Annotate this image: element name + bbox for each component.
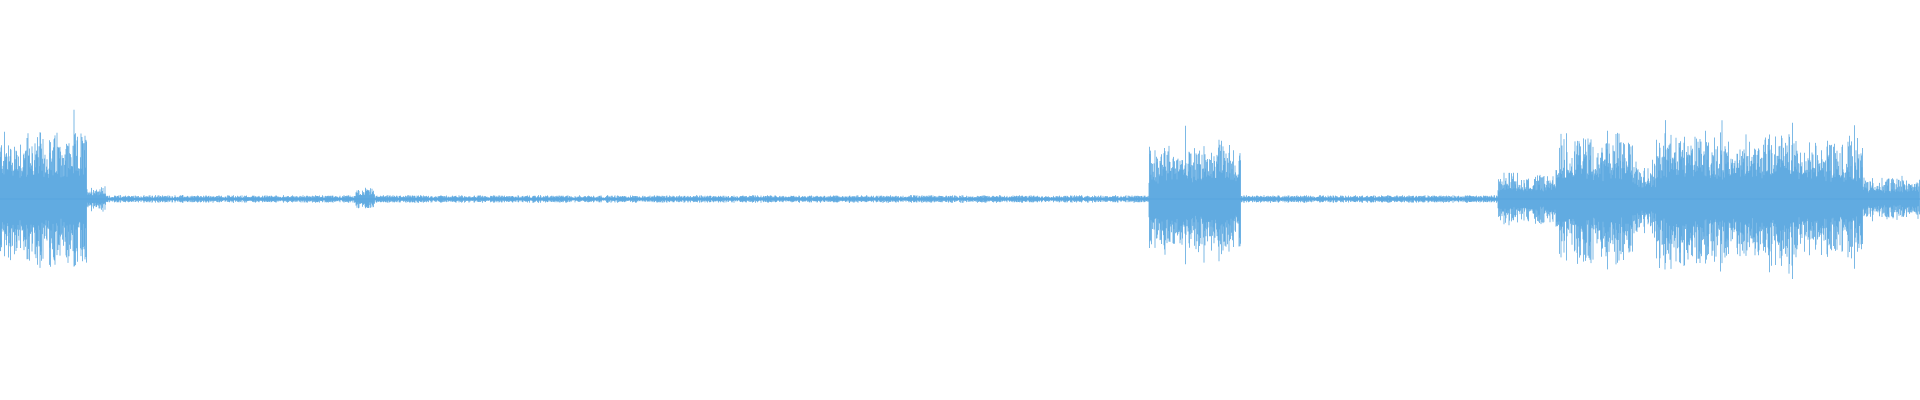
waveform-bars xyxy=(0,109,1920,279)
